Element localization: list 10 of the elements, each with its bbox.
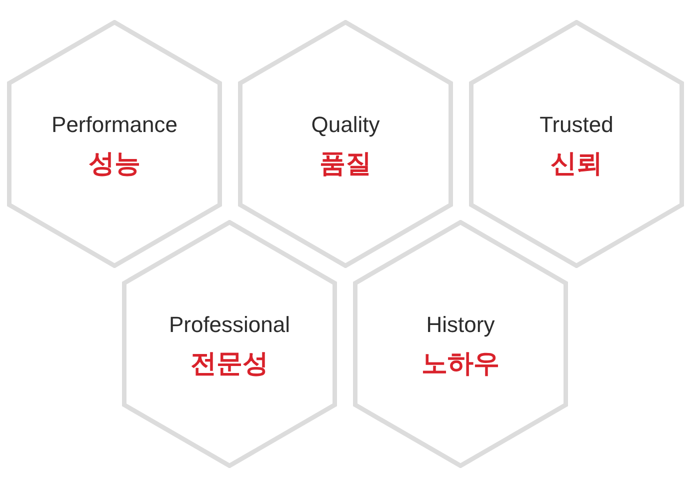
heading: Quality <box>311 114 380 136</box>
subheading: 품질 <box>320 151 372 177</box>
subheading: 신뢰 <box>550 151 602 177</box>
heading: Professional <box>168 314 290 336</box>
subheading: 성능 <box>88 151 140 177</box>
subheading: 전문성 <box>190 350 268 376</box>
heading: Performance <box>52 114 178 136</box>
subheading: 노하우 <box>422 350 500 376</box>
heading: Trusted <box>540 114 614 136</box>
heading: History <box>426 314 495 336</box>
